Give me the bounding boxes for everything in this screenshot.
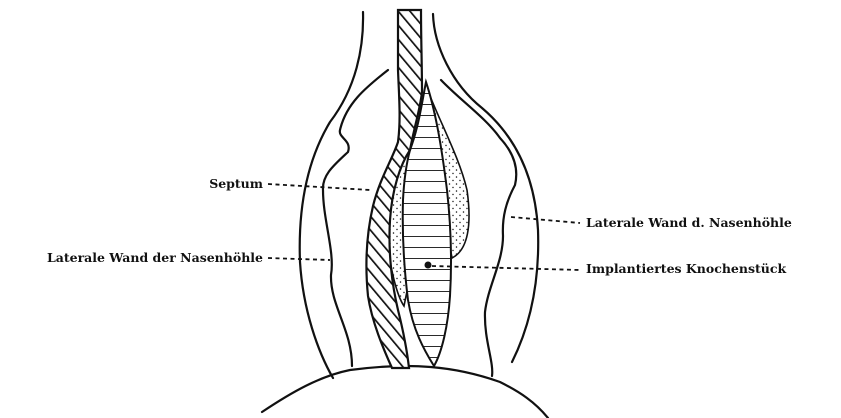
leader-lateral-left: [268, 258, 330, 260]
leader-implant: [432, 266, 580, 270]
leader-lateral-right: [511, 217, 580, 223]
label-lateral-wall-right: Laterale Wand d. Nasenhöhle: [586, 215, 792, 230]
label-lateral-wall-left: Laterale Wand der Nasenhöhle: [47, 250, 263, 265]
label-septum: Septum: [209, 176, 263, 191]
implant-pointer-dot: [425, 262, 432, 269]
leader-septum: [268, 184, 370, 190]
label-implanted-bone: Implantiertes Knochenstück: [586, 261, 786, 276]
left-outer-wall: [300, 12, 363, 378]
floor-contour: [262, 366, 548, 418]
